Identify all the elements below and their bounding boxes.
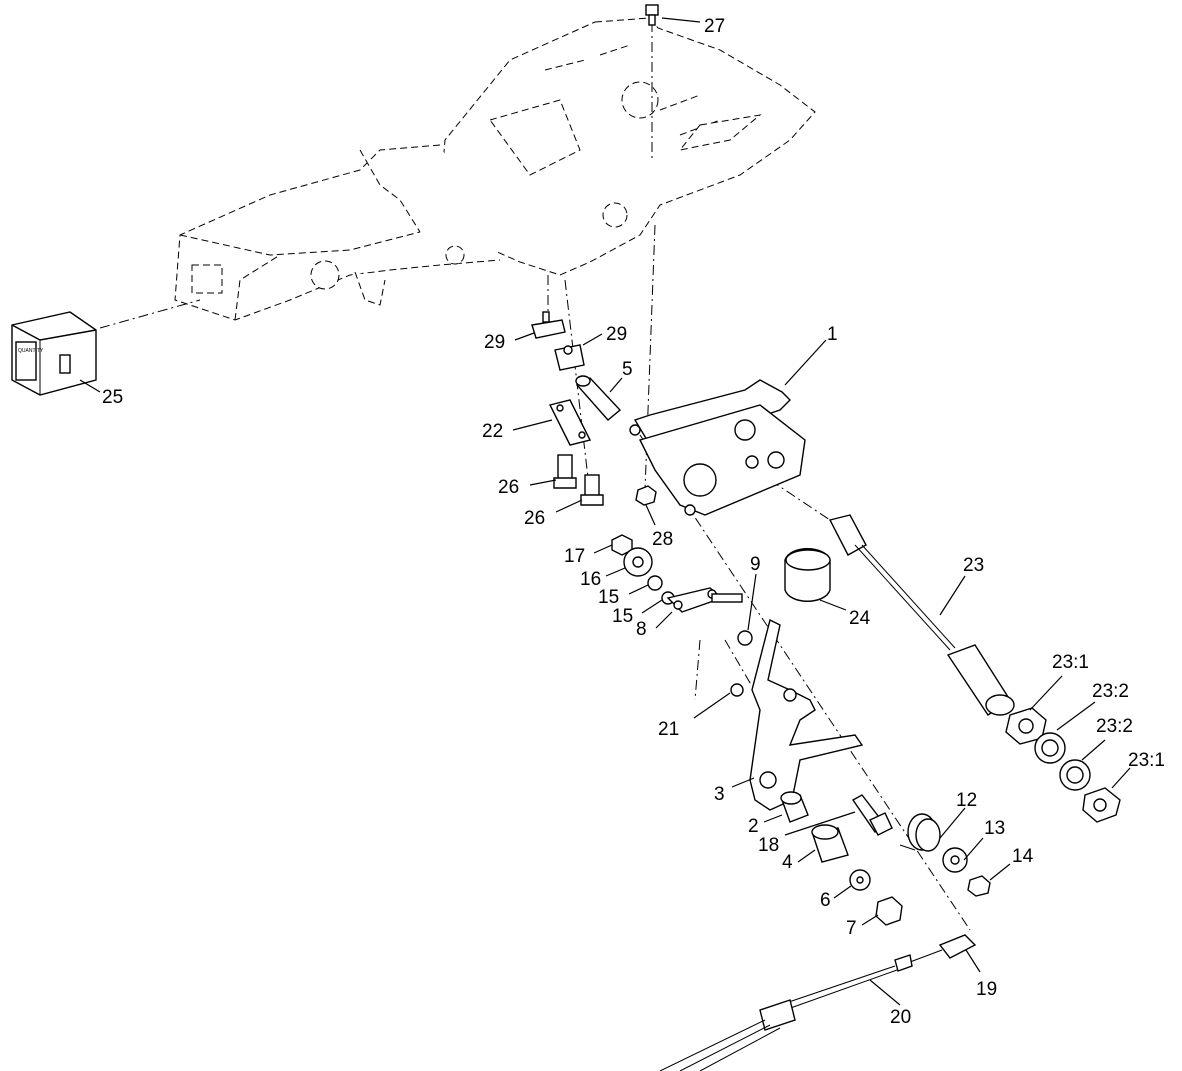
bolt-26-lower — [580, 474, 604, 506]
knob-24 — [784, 548, 831, 602]
callout-8: 8 — [636, 619, 647, 640]
callout-23-2b: 23:2 — [1096, 716, 1133, 737]
callout-18: 18 — [758, 835, 779, 856]
hour-meter-label: QUANTITY — [18, 348, 44, 354]
callout-20: 20 — [890, 1007, 911, 1028]
callout-6: 6 — [820, 890, 831, 911]
callout-12: 12 — [956, 790, 977, 811]
callout-19: 19 — [976, 979, 997, 1000]
callout-16: 16 — [580, 569, 601, 590]
callout-13: 13 — [984, 818, 1005, 839]
callout-23-2a: 23:2 — [1092, 681, 1129, 702]
washer-13 — [942, 847, 968, 873]
sensor-cable-23 — [828, 514, 1015, 716]
bushing-2 — [780, 791, 809, 823]
callout-21: 21 — [658, 719, 679, 740]
clip-29-lower — [554, 344, 585, 371]
callout-24: 24 — [849, 608, 871, 629]
callout-3: 3 — [714, 784, 725, 805]
bolt-26-upper — [553, 454, 577, 489]
washer-6 — [849, 869, 871, 891]
lockwasher-23-2b — [1059, 759, 1091, 791]
bushing-16 — [623, 547, 653, 577]
lever-3 — [730, 618, 864, 811]
callout-29-lower: 29 — [606, 324, 627, 345]
callout-25: 25 — [102, 387, 123, 408]
cable-end-19 — [909, 934, 977, 963]
nut-28 — [635, 485, 657, 506]
callout-17: 17 — [564, 546, 585, 567]
callout-2: 2 — [748, 816, 759, 837]
lockwasher-23-2a — [1034, 732, 1066, 764]
callout-1: 1 — [827, 324, 838, 345]
bushing-4 — [811, 824, 849, 863]
callout-26-upper: 26 — [498, 477, 519, 498]
callout-27: 27 — [704, 16, 725, 37]
callout-23: 23 — [963, 555, 984, 576]
hour-meter-25: QUANTITY — [11, 311, 97, 396]
clip-29-upper — [531, 311, 566, 339]
callouts: 27 29 29 1 5 25 22 26 26 28 17 16 15 15 … — [102, 16, 1165, 1028]
bracket-1 — [629, 379, 806, 516]
nut-7 — [875, 896, 903, 926]
link-8 — [666, 587, 743, 613]
callout-23-1a: 23:1 — [1052, 652, 1089, 673]
callout-7: 7 — [846, 918, 857, 939]
callout-9: 9 — [750, 554, 761, 575]
spring-12 — [899, 813, 941, 852]
bracket-22 — [548, 399, 592, 446]
bolt-27 — [645, 4, 659, 26]
leader-lines — [79, 17, 1131, 1006]
callout-4: 4 — [782, 852, 793, 873]
callout-15a: 15 — [598, 587, 619, 608]
nut-23-1b — [1082, 787, 1121, 823]
nut-14 — [967, 875, 991, 897]
callout-14: 14 — [1012, 846, 1034, 867]
callout-26-lower: 26 — [524, 508, 545, 529]
frame-assembly — [174, 17, 816, 321]
pin-5 — [575, 375, 622, 421]
callout-5: 5 — [622, 359, 633, 380]
callout-22: 22 — [482, 421, 503, 442]
nut-9 — [737, 630, 753, 646]
callout-23-1b: 23:1 — [1128, 750, 1165, 771]
callout-15b: 15 — [612, 606, 633, 627]
washer-15a — [647, 575, 663, 591]
callout-28: 28 — [652, 529, 673, 550]
callout-29-upper: 29 — [484, 332, 505, 353]
cable-20 — [659, 954, 913, 1071]
stud-18 — [851, 794, 893, 836]
